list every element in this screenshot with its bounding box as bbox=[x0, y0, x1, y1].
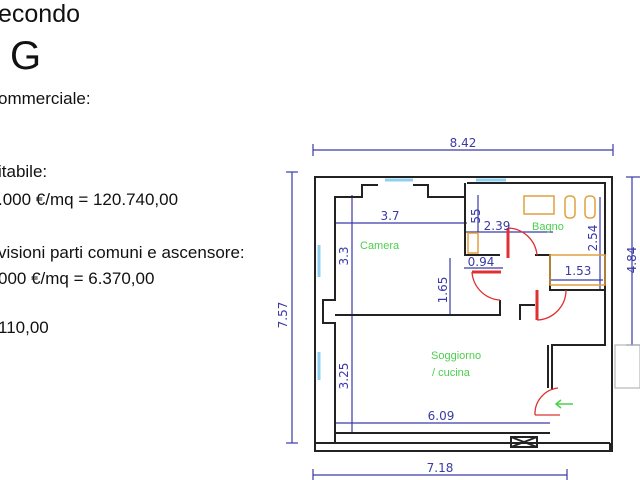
common-calc: 000 €/mq = 6.370,00 bbox=[0, 269, 155, 288]
habitable-calc: .000 €/mq = 120.740,00 bbox=[0, 190, 179, 209]
habitable-label: itabile: bbox=[0, 162, 48, 181]
dim-camera-width: 3.7 bbox=[380, 209, 399, 223]
dim-bath-height: 2.54 bbox=[586, 225, 600, 252]
dim-total-width: 8.42 bbox=[450, 136, 477, 150]
dim-right-height: 4.84 bbox=[625, 247, 639, 274]
unit-letter: G bbox=[10, 34, 42, 78]
dim-camera-height: 3.3 bbox=[337, 246, 351, 265]
adjacent-room bbox=[614, 344, 640, 389]
dim-living-width: 6.09 bbox=[428, 409, 455, 423]
dimension-lines bbox=[286, 144, 640, 480]
dim-bath-small: 55 bbox=[469, 208, 483, 223]
bathroom-fixtures bbox=[467, 195, 606, 286]
dim-bath-width: 2.39 bbox=[484, 219, 511, 233]
common-label: visioni parti comuni e ascensore: bbox=[0, 243, 245, 262]
room-soggiorno: Soggiorno bbox=[431, 350, 481, 362]
doors bbox=[471, 227, 567, 416]
room-cucina: / cucina bbox=[432, 367, 471, 379]
dim-living-height: 3.25 bbox=[337, 363, 351, 390]
room-bagno: Bagno bbox=[532, 221, 564, 233]
entrance-arrow-head-icon bbox=[554, 399, 562, 409]
dim-shower-width: 1.53 bbox=[565, 264, 592, 278]
dim-bottom-width: 7.18 bbox=[427, 461, 454, 475]
dim-total-height: 7.57 bbox=[276, 302, 290, 329]
dim-camera-half: 1.65 bbox=[436, 277, 450, 304]
commercial-label: ommerciale: bbox=[0, 89, 91, 108]
floor-label: econdo bbox=[0, 0, 81, 28]
room-camera: Camera bbox=[360, 240, 400, 252]
windows bbox=[317, 178, 506, 380]
total-value: 110,00 bbox=[0, 318, 49, 337]
dim-closet-width: 0.94 bbox=[468, 255, 495, 269]
